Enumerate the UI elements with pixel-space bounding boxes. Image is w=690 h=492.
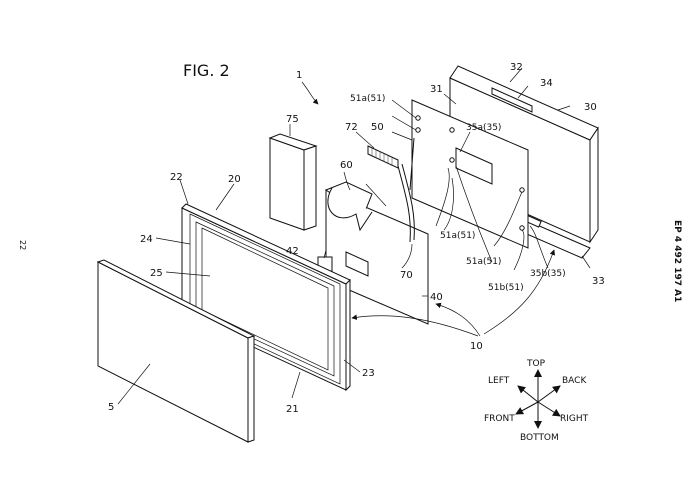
direction-indicator: TOP BOTTOM LEFT BACK FRONT RIGHT: [484, 359, 589, 443]
label-70: 70: [400, 270, 413, 281]
leader-1: [301, 81, 319, 105]
label-51a-mid: 51a(51): [440, 231, 475, 241]
arrow-left: [517, 385, 539, 403]
page-number: 22: [18, 240, 27, 251]
label-21: 21: [286, 404, 299, 415]
publication-number: EP 4 492 197 A1: [672, 220, 682, 303]
component-42b: [345, 251, 369, 277]
dir-bottom: BOTTOM: [520, 433, 559, 443]
connector-72: [367, 145, 399, 169]
dir-front: FRONT: [484, 414, 515, 424]
arrow-right: [537, 401, 561, 417]
label-30: 30: [584, 102, 597, 113]
label-33: 33: [592, 276, 605, 287]
label-10: 10: [470, 341, 483, 352]
label-24: 24: [140, 234, 153, 245]
label-5: 5: [108, 402, 114, 413]
label-35b: 35b(35): [530, 269, 566, 279]
dir-right: RIGHT: [560, 414, 589, 424]
slot-34: [491, 87, 533, 113]
label-34: 34: [540, 78, 553, 89]
battery-75: [268, 133, 318, 231]
label-22: 22: [170, 172, 183, 183]
label-25: 25: [150, 268, 163, 279]
label-51b: 51b(51): [488, 283, 524, 293]
connector-lead: [409, 137, 415, 191]
arrow-back: [537, 385, 561, 403]
frame-20: [181, 203, 351, 392]
leader-10: [351, 249, 556, 337]
dir-top: TOP: [526, 359, 546, 369]
label-1: 1: [296, 70, 302, 81]
figure-title: FIG. 2: [183, 61, 230, 80]
label-20: 20: [228, 174, 241, 185]
label-60: 60: [340, 160, 353, 171]
dir-back: BACK: [562, 376, 587, 386]
board-50: [411, 99, 529, 249]
cable-60: [327, 187, 373, 232]
cable-70-edge: [401, 163, 415, 241]
label-50: 50: [371, 122, 384, 133]
label-75: 75: [286, 114, 299, 125]
window-25: [201, 227, 329, 371]
label-32: 32: [510, 62, 523, 73]
label-42: 42: [286, 246, 299, 257]
label-51a-low: 51a(51): [466, 257, 501, 267]
label-31: 31: [430, 84, 443, 95]
cable-70: [397, 165, 411, 243]
arrow-front: [515, 401, 539, 415]
display-panel-5: [96, 259, 256, 443]
dir-left: LEFT: [488, 376, 510, 386]
leader-lines: [117, 67, 591, 405]
label-51a-top: 51a(51): [350, 94, 385, 104]
label-35a: 35a(35): [466, 123, 501, 133]
label-40: 40: [430, 292, 443, 303]
label-72: 72: [345, 122, 358, 133]
label-23: 23: [362, 368, 375, 379]
